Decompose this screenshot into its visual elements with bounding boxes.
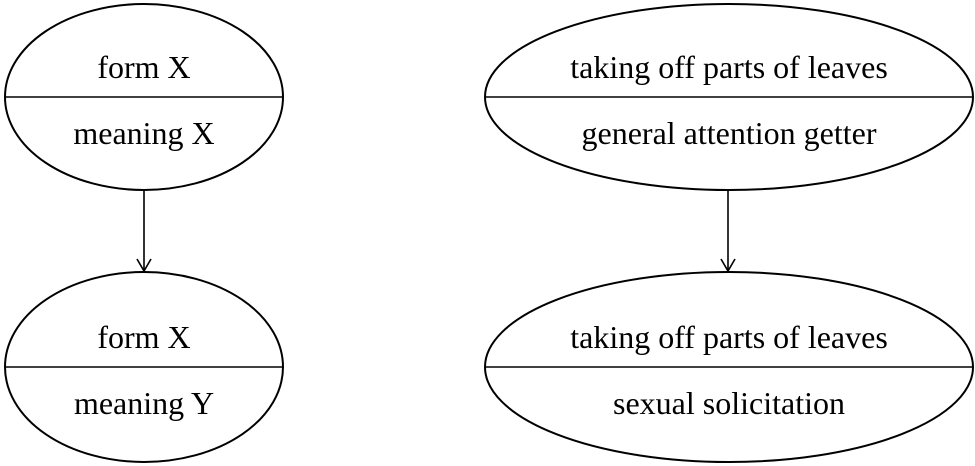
left-bottom-node: form X meaning Y [4, 271, 284, 463]
right-top-node: taking off parts of leaves general atten… [484, 3, 974, 191]
right-arrow [720, 190, 736, 273]
left-arrow [136, 190, 152, 273]
left-bottom-form-label: form X [97, 319, 190, 355]
right-top-form-label: taking off parts of leaves [570, 49, 888, 85]
right-top-meaning-label: general attention getter [582, 115, 877, 151]
right-bottom-node: taking off parts of leaves sexual solici… [484, 271, 974, 463]
right-bottom-form-label: taking off parts of leaves [570, 319, 888, 355]
right-bottom-meaning-label: sexual solicitation [613, 385, 845, 421]
left-bottom-meaning-label: meaning Y [74, 385, 214, 421]
right-arrow-head [720, 258, 736, 273]
left-top-form-label: form X [97, 49, 190, 85]
left-top-meaning-label: meaning X [73, 115, 214, 151]
left-top-node: form X meaning X [4, 3, 284, 191]
